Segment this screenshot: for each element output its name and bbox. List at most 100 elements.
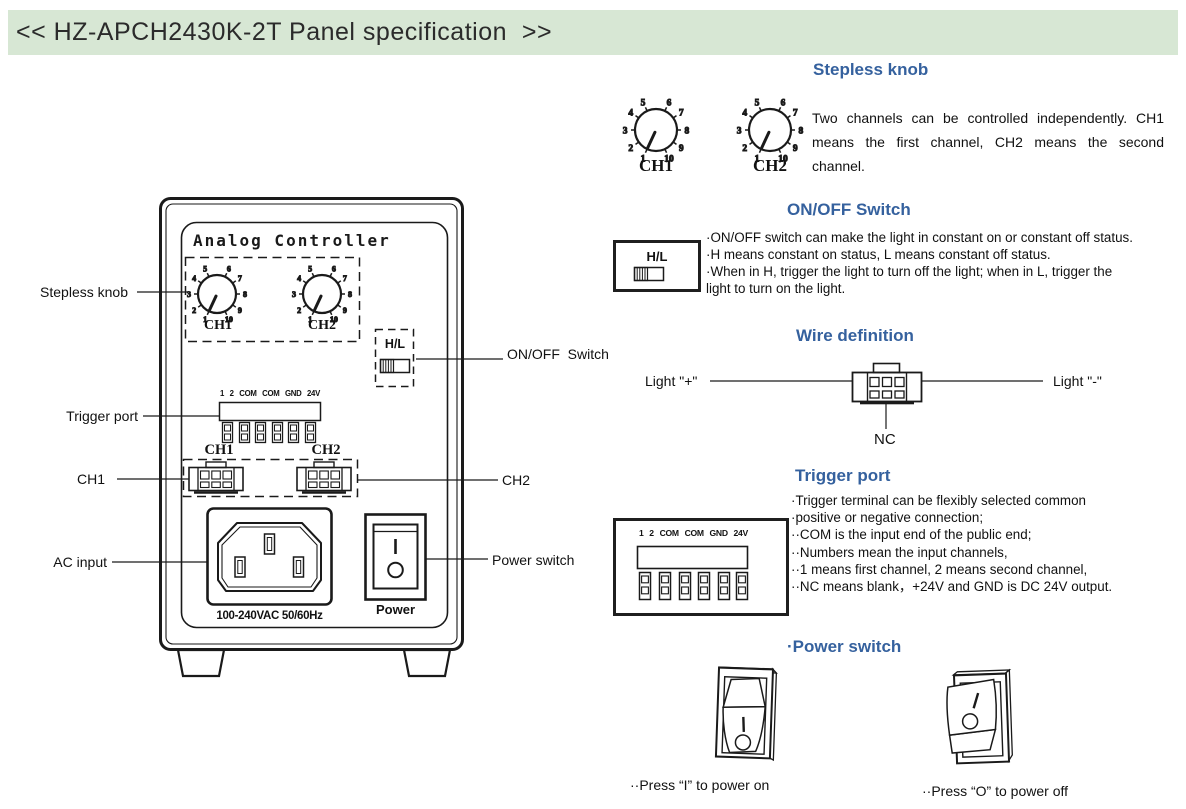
svg-text:5: 5: [203, 264, 207, 273]
svg-text:4: 4: [742, 109, 747, 119]
hl-switch-label: H/L: [646, 249, 668, 264]
svg-text:6: 6: [332, 264, 336, 273]
power-off-caption: ··Press “O” to power off: [922, 783, 1069, 799]
bullet-line: ·positive or negative connection;: [791, 510, 984, 526]
svg-text:10: 10: [225, 315, 233, 324]
section-heading-power: ·Power switch: [787, 637, 902, 656]
svg-text:4: 4: [628, 109, 633, 119]
terminal-label: COM: [684, 528, 704, 538]
wire-connector-icon: [710, 362, 1043, 429]
callout-lines: [112, 291, 503, 563]
trigger-bullets: ·Trigger terminal can be flexibly select…: [791, 492, 1186, 595]
panel-trigger-block: [218, 401, 322, 444]
section-heading-onoff: ON/OFF Switch: [787, 200, 911, 219]
svg-text:3: 3: [187, 290, 191, 299]
svg-text:8: 8: [348, 290, 352, 299]
svg-text:7: 7: [793, 109, 798, 119]
page-title: << HZ-APCH2430K-2T Panel specification >…: [16, 18, 553, 46]
bullet-line: ·H means constant on status, L means con…: [706, 247, 1051, 262]
panel-conn-ch2-label: CH2: [311, 442, 341, 458]
wire-light-plus-label: Light "+": [645, 373, 698, 389]
terminal-label: 2: [649, 528, 654, 538]
svg-text:4: 4: [192, 274, 196, 283]
svg-text:7: 7: [238, 274, 242, 283]
panel-knob-ch1-label: CH1: [204, 318, 232, 333]
bullet-line: ··1 means first channel, 2 means second …: [791, 561, 1088, 577]
terminal-label: COM: [659, 528, 679, 538]
hl-switch-box: H/L: [613, 240, 701, 292]
panel-power-switch-icon: [364, 513, 427, 601]
svg-text:6: 6: [227, 264, 231, 273]
rocker-off-icon: [946, 668, 1013, 765]
section-heading-stepless: Stepless knob: [813, 60, 929, 79]
svg-text:5: 5: [308, 264, 312, 273]
callout-stepless-knob: Stepless knob: [40, 284, 128, 300]
svg-text:2: 2: [742, 144, 747, 154]
svg-text:8: 8: [799, 126, 804, 136]
terminal-label: 24V: [307, 389, 320, 398]
ac-rating-label: 100-240VAC 50/60Hz: [216, 610, 323, 622]
callout-ch2: CH2: [502, 472, 531, 488]
bullet-line: ··NC means blank，+24V and GND is DC 24V …: [791, 579, 1113, 595]
device-outline: [159, 197, 464, 678]
svg-text:1: 1: [308, 315, 312, 324]
section-heading-trigger: Trigger port: [795, 466, 891, 485]
svg-text:9: 9: [343, 306, 347, 315]
svg-text:3: 3: [737, 126, 742, 136]
svg-text:5: 5: [641, 98, 646, 108]
terminal-label: COM: [239, 389, 257, 398]
knob-group-box: [184, 256, 361, 343]
callout-ac-input: AC input: [53, 554, 107, 570]
ac-inlet-icon: [206, 507, 333, 606]
svg-text:7: 7: [343, 274, 347, 283]
power-on-caption: ··Press “I” to power on: [630, 777, 770, 793]
svg-text:3: 3: [623, 126, 628, 136]
terminal-label: COM: [262, 389, 280, 398]
svg-text:9: 9: [793, 144, 798, 154]
terminal-label: 1: [639, 528, 644, 538]
terminal-label: GND: [709, 528, 729, 538]
svg-text:9: 9: [238, 306, 242, 315]
svg-text:9: 9: [679, 144, 684, 154]
panel-knob-ch2-label: CH2: [308, 318, 336, 333]
wire-nc-label: NC: [874, 431, 896, 448]
trigger-port-box: [613, 518, 789, 616]
svg-text:7: 7: [679, 109, 684, 119]
svg-text:6: 6: [667, 98, 672, 108]
svg-text:1: 1: [641, 154, 646, 164]
svg-text:2: 2: [297, 306, 301, 315]
section-knob-ch1-label: CH1: [639, 156, 673, 175]
svg-text:2: 2: [192, 306, 196, 315]
device-title: Analog Controller: [193, 231, 391, 250]
panel-hl-label: H/L: [384, 337, 406, 351]
svg-text:4: 4: [297, 274, 301, 283]
stepless-description: Two channels can be controlled independe…: [812, 110, 1164, 175]
svg-text:8: 8: [685, 126, 690, 136]
wire-light-minus-label: Light "-": [1053, 373, 1102, 389]
bullet-line: ·Trigger terminal can be flexibly select…: [791, 493, 1086, 508]
callout-trigger-port: Trigger port: [66, 408, 138, 424]
bullet-line: ·When in H, trigger the light to turn of…: [706, 264, 1113, 296]
svg-text:6: 6: [781, 98, 786, 108]
callout-onoff-switch: ON/OFF Switch: [507, 346, 609, 362]
bullet-line: ··COM is the input end of the public end…: [791, 527, 1032, 543]
svg-text:10: 10: [778, 154, 788, 164]
svg-text:5: 5: [755, 98, 760, 108]
terminal-label: 2: [229, 389, 234, 398]
section-knob-ch2-label: CH2: [753, 156, 787, 175]
panel-conn-ch1-label: CH1: [204, 442, 234, 458]
svg-text:1: 1: [203, 315, 207, 324]
terminal-label: GND: [285, 389, 302, 398]
svg-text:1: 1: [755, 154, 760, 164]
hl-group-box: [374, 328, 415, 388]
power-switch-label: Power: [375, 602, 415, 617]
svg-text:2: 2: [628, 144, 633, 154]
onoff-bullets: ·ON/OFF switch can make the light in con…: [706, 229, 1138, 297]
terminal-label: 1: [220, 389, 225, 398]
terminal-label: 24V: [733, 528, 749, 538]
